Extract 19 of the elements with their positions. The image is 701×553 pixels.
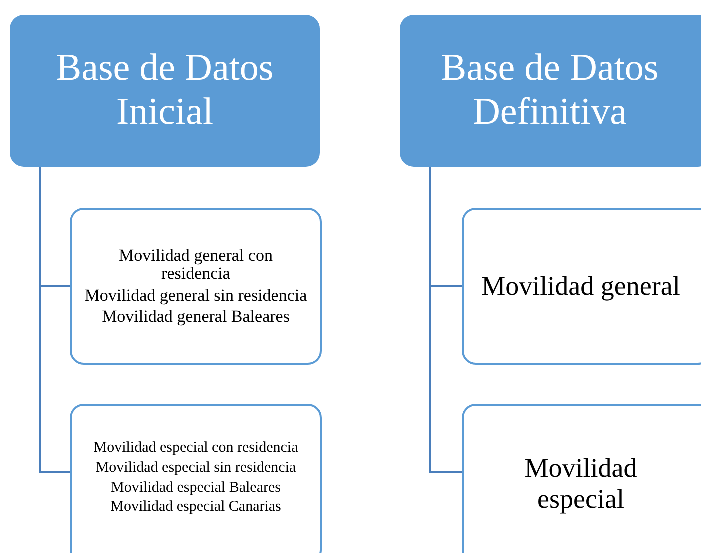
- item-text: Movilidad especial Canarias: [110, 500, 282, 516]
- list-box: [70, 208, 322, 365]
- list-box: [462, 208, 701, 365]
- connector-line: [39, 167, 70, 473]
- header-text: Base de Datos Inicial: [55, 47, 275, 135]
- list-box: [462, 404, 701, 553]
- connector-line: [429, 167, 462, 473]
- item-text: Movilidad general Baleares: [102, 308, 290, 326]
- item-text: Movilidad general con residencia: [118, 246, 274, 282]
- item-text: Movilidad especial sin residencia: [96, 460, 296, 476]
- header-box: [400, 15, 701, 167]
- item-text: Movilidad general: [482, 270, 682, 302]
- list-box: [70, 404, 322, 553]
- header-text: Base de Datos Definitiva: [440, 47, 660, 135]
- header-box: [10, 15, 320, 167]
- item-text: Movilidad especial: [524, 452, 638, 516]
- item-text: Movilidad especial con residencia: [94, 441, 298, 457]
- item-text: Movilidad especial Baleares: [111, 480, 281, 496]
- item-text: Movilidad general sin residencia: [84, 286, 308, 304]
